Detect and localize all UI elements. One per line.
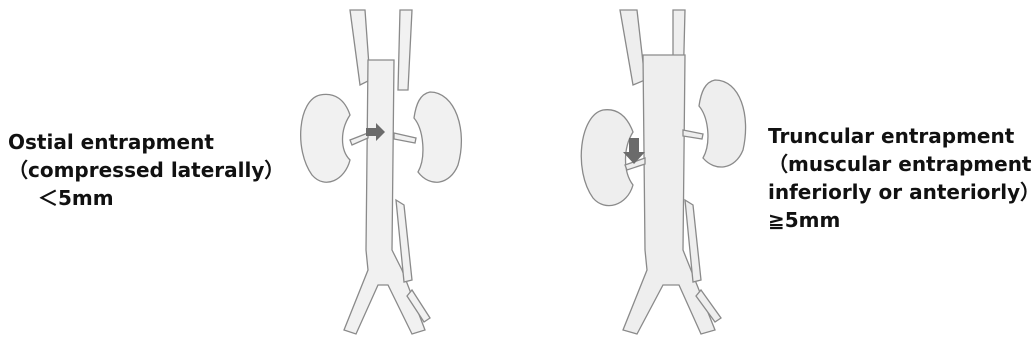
aorta-kidney-drawing-right bbox=[575, 0, 775, 354]
upper-vessel-right bbox=[398, 10, 412, 90]
ostial-entrapment-label: Ostial entrapment （compressed laterally）… bbox=[8, 128, 284, 212]
right-renal-artery bbox=[394, 133, 416, 143]
ostial-entrapment-illustration bbox=[290, 0, 470, 354]
right-kidney bbox=[699, 80, 746, 167]
right-renal-artery bbox=[683, 130, 703, 139]
truncular-entrapment-illustration bbox=[575, 0, 775, 354]
left-kidney bbox=[301, 94, 350, 182]
truncular-subtitle2: inferiorly or anteriorly） bbox=[768, 178, 1032, 206]
ostial-title: Ostial entrapment bbox=[8, 128, 284, 156]
ostial-measure: ＜5mm bbox=[8, 184, 284, 212]
truncular-entrapment-label: Truncular entrapment （muscular entrapmen… bbox=[768, 122, 1032, 234]
left-renal-artery bbox=[350, 133, 368, 145]
aorta-kidney-drawing-left bbox=[290, 0, 470, 354]
upper-vessel-left bbox=[350, 10, 370, 85]
upper-vessel-left bbox=[620, 10, 645, 85]
ostial-subtitle: （compressed laterally） bbox=[8, 156, 284, 184]
truncular-title: Truncular entrapment bbox=[768, 122, 1032, 150]
left-kidney bbox=[581, 110, 633, 206]
truncular-subtitle: （muscular entrapment bbox=[768, 150, 1032, 178]
truncular-measure: ≧5mm bbox=[768, 206, 1032, 234]
right-kidney bbox=[414, 92, 461, 182]
